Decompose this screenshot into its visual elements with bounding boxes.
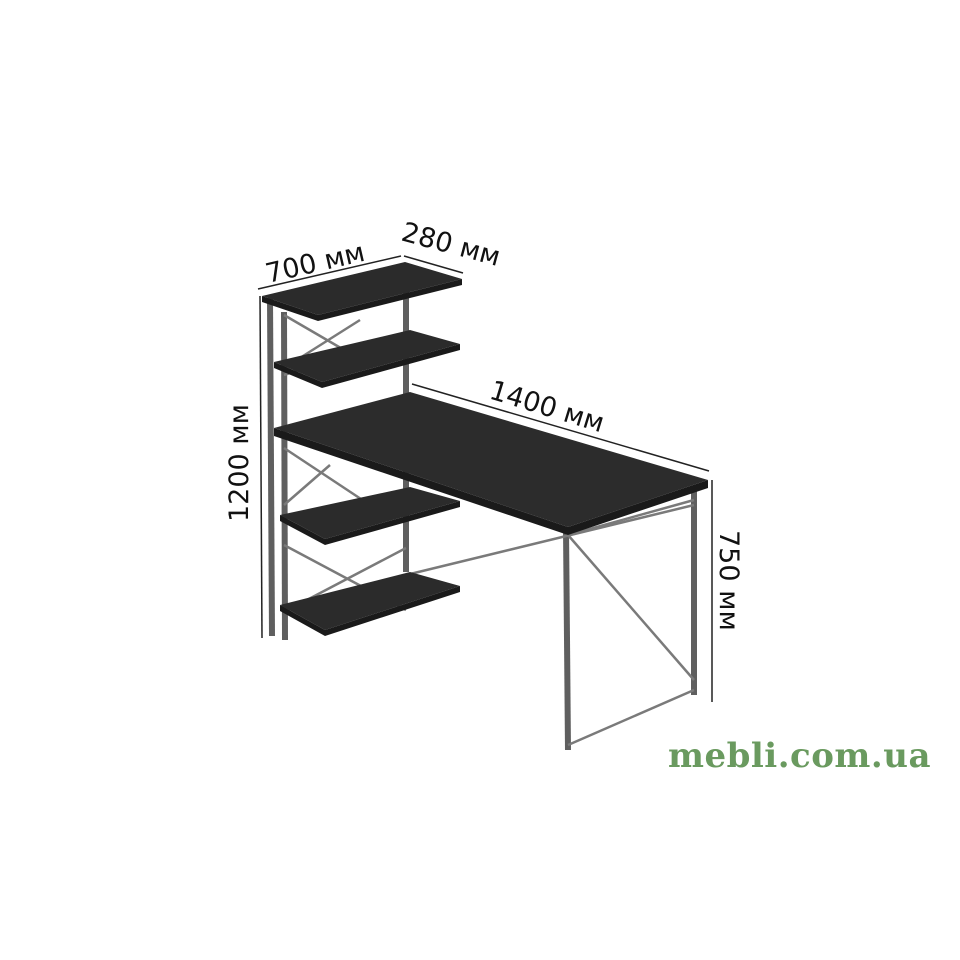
left-front-post <box>267 297 275 637</box>
dimension-280: 280 мм <box>398 217 503 273</box>
lower-shelf-2 <box>280 572 460 630</box>
right-front-leg <box>563 527 571 751</box>
watermark-logo: mebli.com.ua <box>668 736 931 776</box>
dimension-750: 750 мм <box>713 530 744 631</box>
second-shelf <box>274 330 460 382</box>
dimension-lines <box>257 255 713 702</box>
shelves <box>262 262 708 636</box>
desktop <box>274 392 708 527</box>
lower-shelf-1 <box>280 487 460 539</box>
top-shelf <box>262 262 462 315</box>
dimension-1200: 1200 мм <box>224 404 255 522</box>
